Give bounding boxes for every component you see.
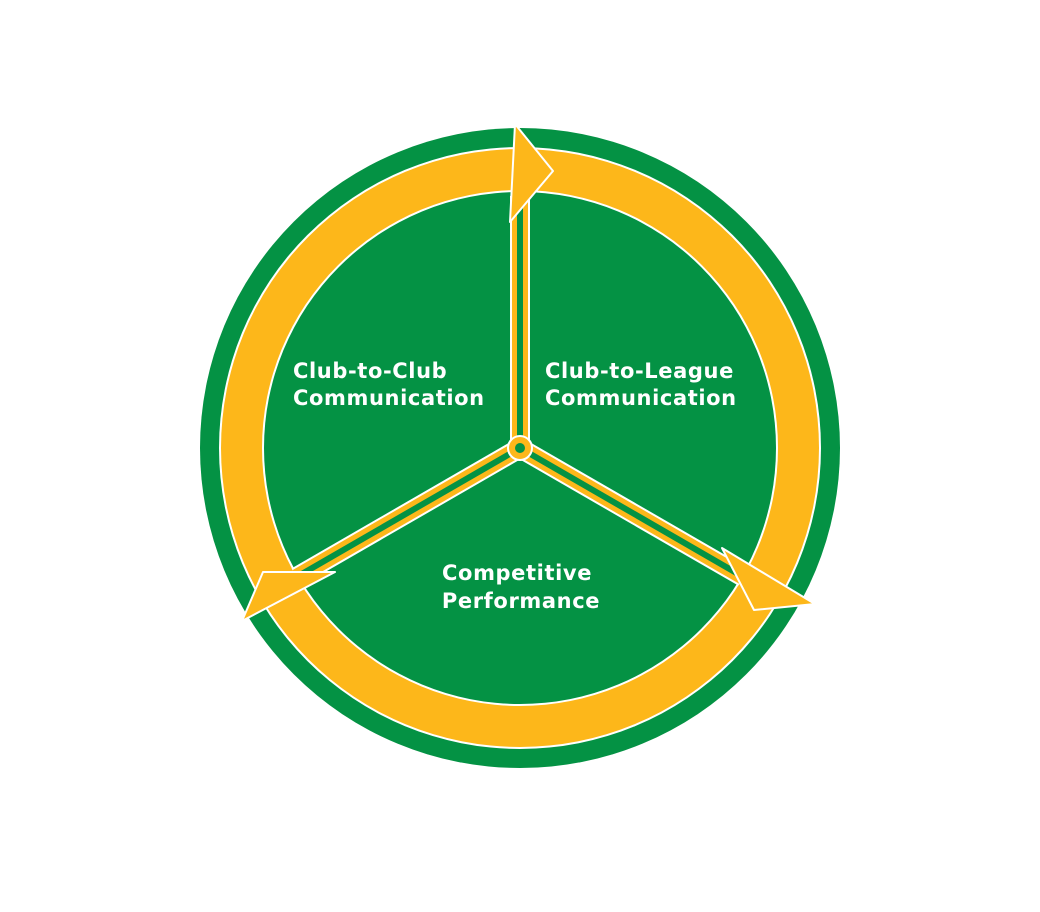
divider-spokes: [291, 196, 749, 586]
arrow-left-icon: [241, 571, 336, 622]
arrowheads: [241, 123, 816, 622]
label-club-to-club-line1: Club-to-Club: [293, 359, 447, 383]
arrow-top-icon: [509, 123, 554, 223]
label-club-to-league: Club-to-League Communication: [545, 359, 742, 410]
arrow-right-icon: [721, 547, 816, 611]
label-club-to-league-line1: Club-to-League: [545, 359, 734, 383]
label-club-to-league-line2: Communication: [545, 386, 737, 410]
label-competitive-performance: Competitive Performance: [442, 561, 600, 613]
label-competitive-line1: Competitive: [442, 561, 592, 585]
label-club-to-club-line2: Communication: [293, 386, 485, 410]
label-club-to-club: Club-to-Club Communication: [293, 359, 485, 410]
label-competitive-line2: Performance: [442, 589, 600, 613]
